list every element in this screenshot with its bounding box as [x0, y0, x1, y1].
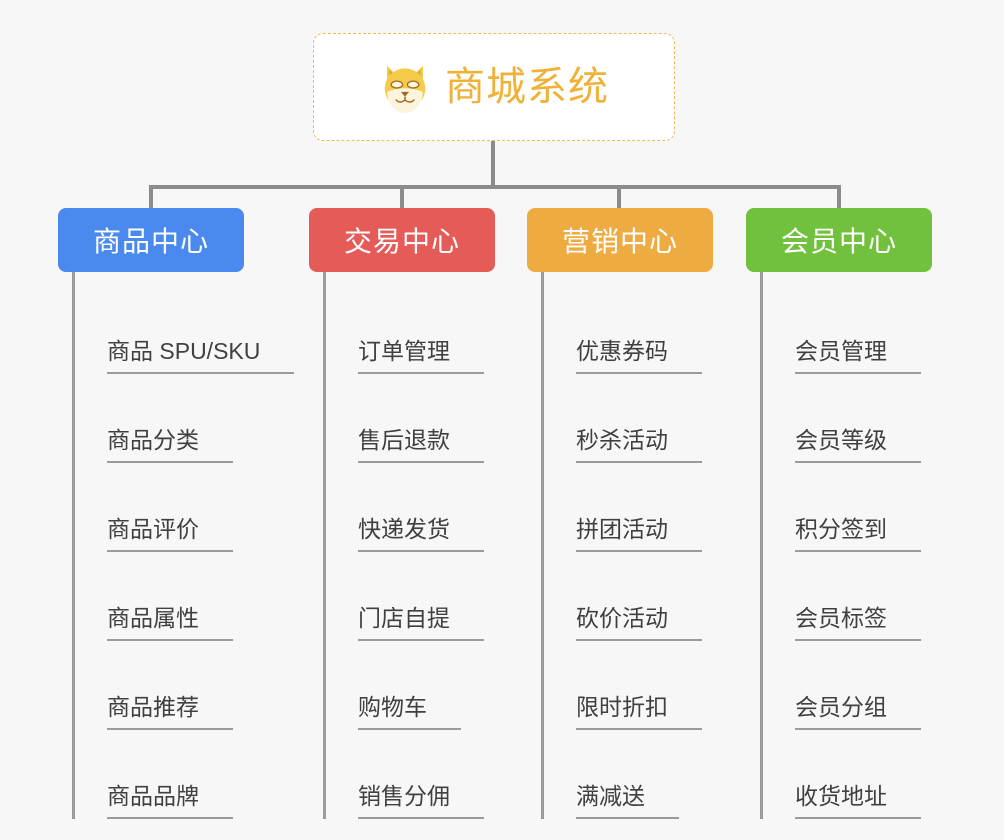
list-item-label: 商品 SPU/SKU [107, 337, 295, 374]
list-item[interactable]: 积分签到 [795, 463, 946, 552]
list-item-label: 商品品牌 [107, 782, 233, 819]
list-item-label: 商品分类 [107, 426, 233, 463]
root-node[interactable]: 商城系统 [313, 33, 675, 141]
list-item-label: 商品评价 [107, 515, 233, 552]
list-item[interactable]: 快递发货 [358, 463, 509, 552]
list-item[interactable]: 砍价活动 [576, 552, 727, 641]
branch-header-member[interactable]: 会员中心 [746, 208, 932, 272]
list-item-label: 满减送 [576, 782, 679, 819]
list-item[interactable]: 订单管理 [358, 285, 509, 374]
list-item[interactable]: 拼团活动 [576, 463, 727, 552]
list-item-label: 商品推荐 [107, 693, 233, 730]
branch-header-product[interactable]: 商品中心 [58, 208, 244, 272]
list-item-label: 限时折扣 [576, 693, 702, 730]
list-item[interactable]: 门店自提 [358, 552, 509, 641]
list-item-label: 商品属性 [107, 604, 233, 641]
branch-column-product: 商品中心 商品 SPU/SKU 商品分类 商品评价 商品属性 商品推荐 商品品牌 [58, 208, 295, 819]
branch-column-marketing: 营销中心 优惠券码 秒杀活动 拼团活动 砍价活动 限时折扣 满减送 [527, 208, 727, 819]
branch-column-trade: 交易中心 订单管理 售后退款 快递发货 门店自提 购物车 销售分佣 [309, 208, 509, 819]
branch-drop-connector-3 [617, 185, 621, 210]
branch-header-label: 会员中心 [780, 226, 897, 257]
list-item[interactable]: 商品评价 [107, 463, 290, 552]
branch-header-trade[interactable]: 交易中心 [309, 208, 495, 272]
list-item[interactable]: 售后退款 [358, 374, 509, 463]
list-item[interactable]: 优惠券码 [576, 285, 727, 374]
list-item-label: 会员标签 [795, 604, 921, 641]
branch-header-label: 商品中心 [92, 226, 209, 257]
list-item[interactable]: 商品 SPU/SKU [107, 285, 295, 374]
branch-item-list-marketing: 优惠券码 秒杀活动 拼团活动 砍价活动 限时折扣 满减送 [541, 272, 727, 819]
branch-column-member: 会员中心 会员管理 会员等级 积分签到 会员标签 会员分组 收货地址 [746, 208, 946, 819]
list-item-label: 销售分佣 [358, 782, 484, 819]
list-item-label: 会员分组 [795, 693, 921, 730]
list-item-label: 秒杀活动 [576, 426, 702, 463]
list-item[interactable]: 会员标签 [795, 552, 946, 641]
shiba-dog-face-icon [384, 65, 426, 113]
list-item[interactable]: 会员管理 [795, 285, 946, 374]
branch-drop-connector-1 [149, 185, 153, 210]
list-item-label: 快递发货 [358, 515, 484, 552]
list-item[interactable]: 会员分组 [795, 641, 946, 730]
branch-drop-connector-2 [400, 185, 404, 210]
list-item[interactable]: 商品属性 [107, 552, 290, 641]
list-item[interactable]: 满减送 [576, 730, 727, 819]
branch-drop-connector-4 [837, 185, 841, 210]
branch-header-label: 交易中心 [343, 226, 460, 257]
list-item-label: 订单管理 [358, 337, 484, 374]
root-title: 商城系统 [445, 65, 609, 109]
list-item-label: 售后退款 [358, 426, 484, 463]
list-item-label: 购物车 [358, 693, 461, 730]
list-item-label: 积分签到 [795, 515, 921, 552]
list-item-label: 会员等级 [795, 426, 921, 463]
root-stem-connector [491, 141, 495, 188]
list-item-label: 收货地址 [795, 782, 921, 819]
list-item-label: 砍价活动 [576, 604, 702, 641]
list-item[interactable]: 限时折扣 [576, 641, 727, 730]
list-item[interactable]: 商品推荐 [107, 641, 290, 730]
list-item[interactable]: 购物车 [358, 641, 509, 730]
list-item[interactable]: 收货地址 [795, 730, 946, 819]
branch-header-marketing[interactable]: 营销中心 [527, 208, 713, 272]
branch-header-label: 营销中心 [561, 226, 678, 257]
branch-item-list-trade: 订单管理 售后退款 快递发货 门店自提 购物车 销售分佣 [323, 272, 509, 819]
list-item[interactable]: 商品分类 [107, 374, 290, 463]
list-item[interactable]: 秒杀活动 [576, 374, 727, 463]
list-item-label: 拼团活动 [576, 515, 702, 552]
list-item[interactable]: 商品品牌 [107, 730, 290, 819]
branch-item-list-member: 会员管理 会员等级 积分签到 会员标签 会员分组 收货地址 [760, 272, 946, 819]
branch-item-list-product: 商品 SPU/SKU 商品分类 商品评价 商品属性 商品推荐 商品品牌 [72, 272, 295, 819]
list-item[interactable]: 销售分佣 [358, 730, 509, 819]
list-item-label: 优惠券码 [576, 337, 702, 374]
list-item-label: 门店自提 [358, 604, 484, 641]
branch-bus-connector [149, 185, 839, 189]
list-item[interactable]: 会员等级 [795, 374, 946, 463]
list-item-label: 会员管理 [795, 337, 921, 374]
